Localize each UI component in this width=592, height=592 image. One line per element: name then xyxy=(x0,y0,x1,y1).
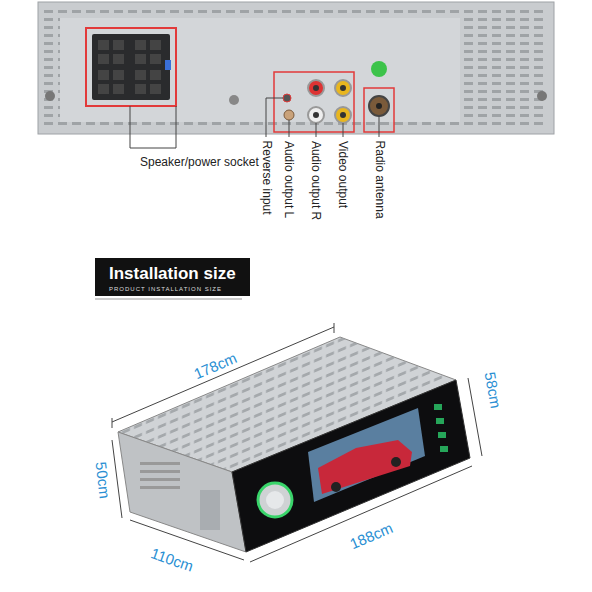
back-panel xyxy=(38,2,554,134)
rca-yellow xyxy=(335,107,351,123)
banner-title: Installation size xyxy=(109,264,236,284)
socket-highlight xyxy=(86,28,176,106)
reverse-wire xyxy=(283,94,291,102)
leader-lines xyxy=(130,98,379,148)
part-label: Video output xyxy=(336,141,349,208)
antenna-socket xyxy=(369,96,389,116)
rca-white xyxy=(308,107,324,123)
banner-subtitle: PRODUCT INSTALLATION SIZE xyxy=(109,286,236,292)
dimension-lines xyxy=(112,323,482,562)
rca-red xyxy=(308,80,324,96)
pass-sticker xyxy=(371,61,387,77)
speaker-socket xyxy=(92,34,170,100)
dimension-label: 50cm xyxy=(91,459,112,501)
volume-knob xyxy=(258,483,292,517)
part-label: Audio output L xyxy=(282,141,295,218)
part-label: Radio antenna xyxy=(372,141,385,219)
chassis-side xyxy=(118,432,246,552)
screen xyxy=(308,408,425,502)
part-label: Audio output R xyxy=(309,141,322,220)
dimension-label: 188cm xyxy=(346,519,398,553)
part-label: Reverse input xyxy=(259,141,272,215)
title-banner: Installation sizePRODUCT INSTALLATION SI… xyxy=(95,258,250,296)
dimension-label: 58cm xyxy=(480,369,503,412)
dimension-label: 110cm xyxy=(147,544,198,575)
part-label: Speaker/power socket xyxy=(140,156,259,169)
audio-jack xyxy=(284,110,294,120)
front-panel xyxy=(232,380,470,552)
rca-yellow xyxy=(335,80,351,96)
